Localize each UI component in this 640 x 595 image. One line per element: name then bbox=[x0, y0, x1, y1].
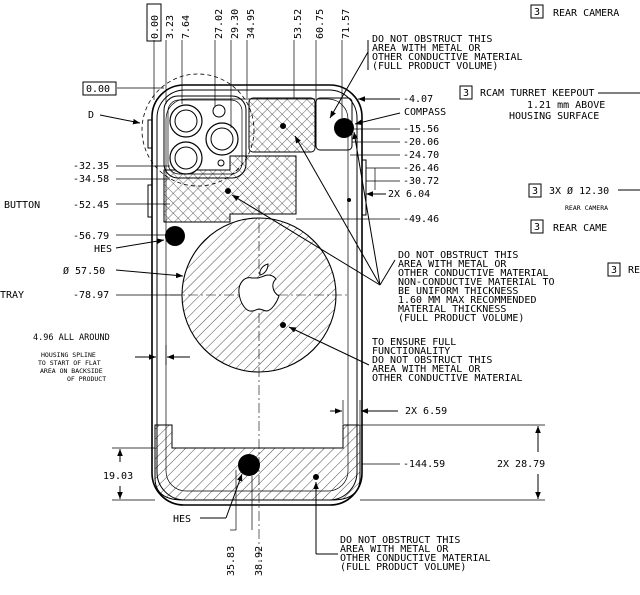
spline-line-3: AREA ON BACKSIDE bbox=[40, 367, 103, 375]
dim-bottom-0: 35.83 bbox=[226, 546, 237, 576]
dim-top-0: 0.00 bbox=[150, 15, 161, 39]
svg-text:FUNCTIONALITY: FUNCTIONALITY bbox=[372, 346, 450, 357]
label-rear-camera-small: REAR CAMERA bbox=[565, 204, 608, 212]
svg-text:DO NOT OBSTRUCT THIS: DO NOT OBSTRUCT THIS bbox=[372, 355, 492, 366]
apple-logo bbox=[238, 263, 280, 312]
svg-text:AREA WITH METAL OR: AREA WITH METAL OR bbox=[372, 43, 481, 54]
dim-left-2: -34.58 bbox=[73, 174, 109, 185]
dim-top-1: 3.23 bbox=[165, 15, 176, 39]
dim-right-2: -15.56 bbox=[403, 124, 439, 135]
svg-text:AREA WITH METAL OR: AREA WITH METAL OR bbox=[340, 544, 449, 555]
note-bottom: DO NOT OBSTRUCT THIS AREA WITH METAL OR … bbox=[313, 482, 491, 573]
dim-top-6: 53.52 bbox=[293, 9, 304, 39]
dim-bottom-1: 38.92 bbox=[254, 546, 265, 576]
note-top: DO NOT OBSTRUCT THIS AREA WITH METAL OR … bbox=[329, 34, 523, 119]
label-rear-camera-mid: REAR CAME bbox=[553, 223, 607, 234]
label-hes-top: HES bbox=[94, 244, 112, 255]
label-dia-12-30: 3X Ø 12.30 bbox=[549, 185, 609, 197]
top-dimension-labels: 0.00 3.23 7.64 27.02 29.30 34.95 53.52 6… bbox=[146, 3, 352, 42]
svg-text:1.60 MM MAX RECOMMENDED: 1.60 MM MAX RECOMMENDED bbox=[398, 295, 536, 306]
dim-right-1: -4.07 bbox=[403, 94, 433, 105]
svg-text:MATERIAL THICKNESS: MATERIAL THICKNESS bbox=[398, 304, 506, 315]
svg-text:OTHER CONDUCTIVE MATERIAL: OTHER CONDUCTIVE MATERIAL bbox=[398, 268, 549, 279]
svg-text:(FULL PRODUCT VOLUME): (FULL PRODUCT VOLUME) bbox=[340, 562, 466, 573]
label-re: RE bbox=[628, 265, 640, 276]
right-dimensions: -4.07 COMPASS -15.56 -20.06 -24.70 -26.4… bbox=[296, 94, 545, 501]
dim-left-1: -32.35 bbox=[73, 161, 109, 172]
svg-text:3: 3 bbox=[534, 222, 540, 233]
compass-dot bbox=[334, 118, 354, 138]
dim-left-6: 19.03 bbox=[103, 471, 133, 482]
label-hes-bottom: HES bbox=[173, 514, 191, 525]
svg-text:(FULL PRODUCT VOLUME): (FULL PRODUCT VOLUME) bbox=[398, 313, 524, 324]
svg-text:DO NOT OBSTRUCT THIS: DO NOT OBSTRUCT THIS bbox=[372, 34, 492, 45]
dim-right-3: -20.06 bbox=[403, 137, 439, 148]
svg-text:OTHER CONDUCTIVE MATERIAL: OTHER CONDUCTIVE MATERIAL bbox=[340, 553, 491, 564]
dim-top-8: 71.57 bbox=[341, 9, 352, 39]
dim-top-3: 27.02 bbox=[214, 9, 225, 39]
label-button: BUTTON bbox=[4, 200, 40, 211]
bottom-dimension-labels: 35.83 38.92 bbox=[226, 470, 265, 576]
dim-top-7: 60.75 bbox=[315, 9, 326, 39]
svg-text:3: 3 bbox=[534, 7, 540, 18]
svg-text:OTHER CONDUCTIVE MATERIAL: OTHER CONDUCTIVE MATERIAL bbox=[372, 52, 523, 63]
svg-text:3: 3 bbox=[532, 186, 538, 197]
dim-left-4: -56.79 bbox=[73, 231, 109, 242]
hes-top-dot bbox=[165, 226, 185, 246]
spline-line-1: HOUSING SPLINE bbox=[41, 351, 96, 359]
label-rear-camera-top: REAR CAMERA bbox=[553, 8, 619, 19]
right-labels: 3 REAR CAMERA 3 RCAM TURRET KEEPOUT 1.21… bbox=[459, 4, 640, 277]
dim-right-9: 2X 6.59 bbox=[405, 406, 447, 417]
svg-text:NON-CONDUCTIVE MATERIAL TO: NON-CONDUCTIVE MATERIAL TO bbox=[398, 277, 555, 288]
dim-top-5: 34.95 bbox=[246, 9, 257, 39]
svg-text:DO NOT OBSTRUCT THIS: DO NOT OBSTRUCT THIS bbox=[340, 535, 460, 546]
dim-left-3: -52.45 bbox=[73, 200, 109, 211]
svg-text:3: 3 bbox=[463, 88, 469, 99]
left-dimensions: 0.00 D -32.35 -34.58 BUTTON -52.45 -56.7… bbox=[0, 81, 243, 525]
hes-bottom-dot bbox=[238, 454, 260, 476]
svg-text:AREA WITH METAL OR: AREA WITH METAL OR bbox=[372, 364, 481, 375]
dim-right-10: -144.59 bbox=[403, 459, 445, 470]
svg-text:TO ENSURE FULL: TO ENSURE FULL bbox=[372, 337, 456, 348]
svg-text:(FULL PRODUCT VOLUME): (FULL PRODUCT VOLUME) bbox=[372, 61, 498, 72]
dim-left-5: -78.97 bbox=[73, 290, 109, 301]
camera-lenses bbox=[169, 104, 239, 175]
svg-text:BE UNIFORM THICKNESS: BE UNIFORM THICKNESS bbox=[398, 286, 518, 297]
dim-right-5: -26.46 bbox=[403, 163, 439, 174]
dim-right-8: -49.46 bbox=[403, 214, 439, 225]
rcam-note-1: HOUSING SURFACE bbox=[509, 111, 599, 122]
dim-top-2: 7.64 bbox=[181, 15, 192, 39]
note-middle: DO NOT OBSTRUCT THIS AREA WITH METAL OR … bbox=[231, 131, 555, 324]
svg-text:AREA WITH METAL OR: AREA WITH METAL OR bbox=[398, 259, 507, 270]
svg-text:OTHER CONDUCTIVE MATERIAL: OTHER CONDUCTIVE MATERIAL bbox=[372, 373, 523, 384]
top-extension-lines bbox=[153, 40, 343, 128]
dim-right-11: 2X 28.79 bbox=[497, 459, 545, 470]
label-compass: COMPASS bbox=[404, 107, 446, 118]
label-d: D bbox=[88, 110, 94, 121]
spline-line-0: 4.96 ALL AROUND bbox=[33, 333, 110, 343]
svg-text:3: 3 bbox=[611, 265, 617, 276]
dim-left-diameter: Ø 57.50 bbox=[63, 265, 105, 277]
dim-right-6: -30.72 bbox=[403, 176, 439, 187]
dim-right-7: 2X 6.04 bbox=[388, 189, 430, 200]
dim-right-4: -24.70 bbox=[403, 150, 439, 161]
label-tray: TRAY bbox=[0, 290, 24, 301]
spline-line-2: TO START OF FLAT bbox=[38, 359, 101, 367]
label-rcam-turret: RCAM TURRET KEEPOUT bbox=[480, 88, 594, 99]
rcam-note-0: 1.21 mm ABOVE bbox=[527, 100, 605, 111]
svg-text:DO NOT OBSTRUCT THIS: DO NOT OBSTRUCT THIS bbox=[398, 250, 518, 261]
dim-left-zero: 0.00 bbox=[86, 84, 110, 95]
note-function: TO ENSURE FULL FUNCTIONALITY DO NOT OBST… bbox=[288, 326, 523, 384]
spline-line-4: OF PRODUCT bbox=[67, 375, 106, 383]
dim-top-4: 29.30 bbox=[230, 9, 241, 39]
